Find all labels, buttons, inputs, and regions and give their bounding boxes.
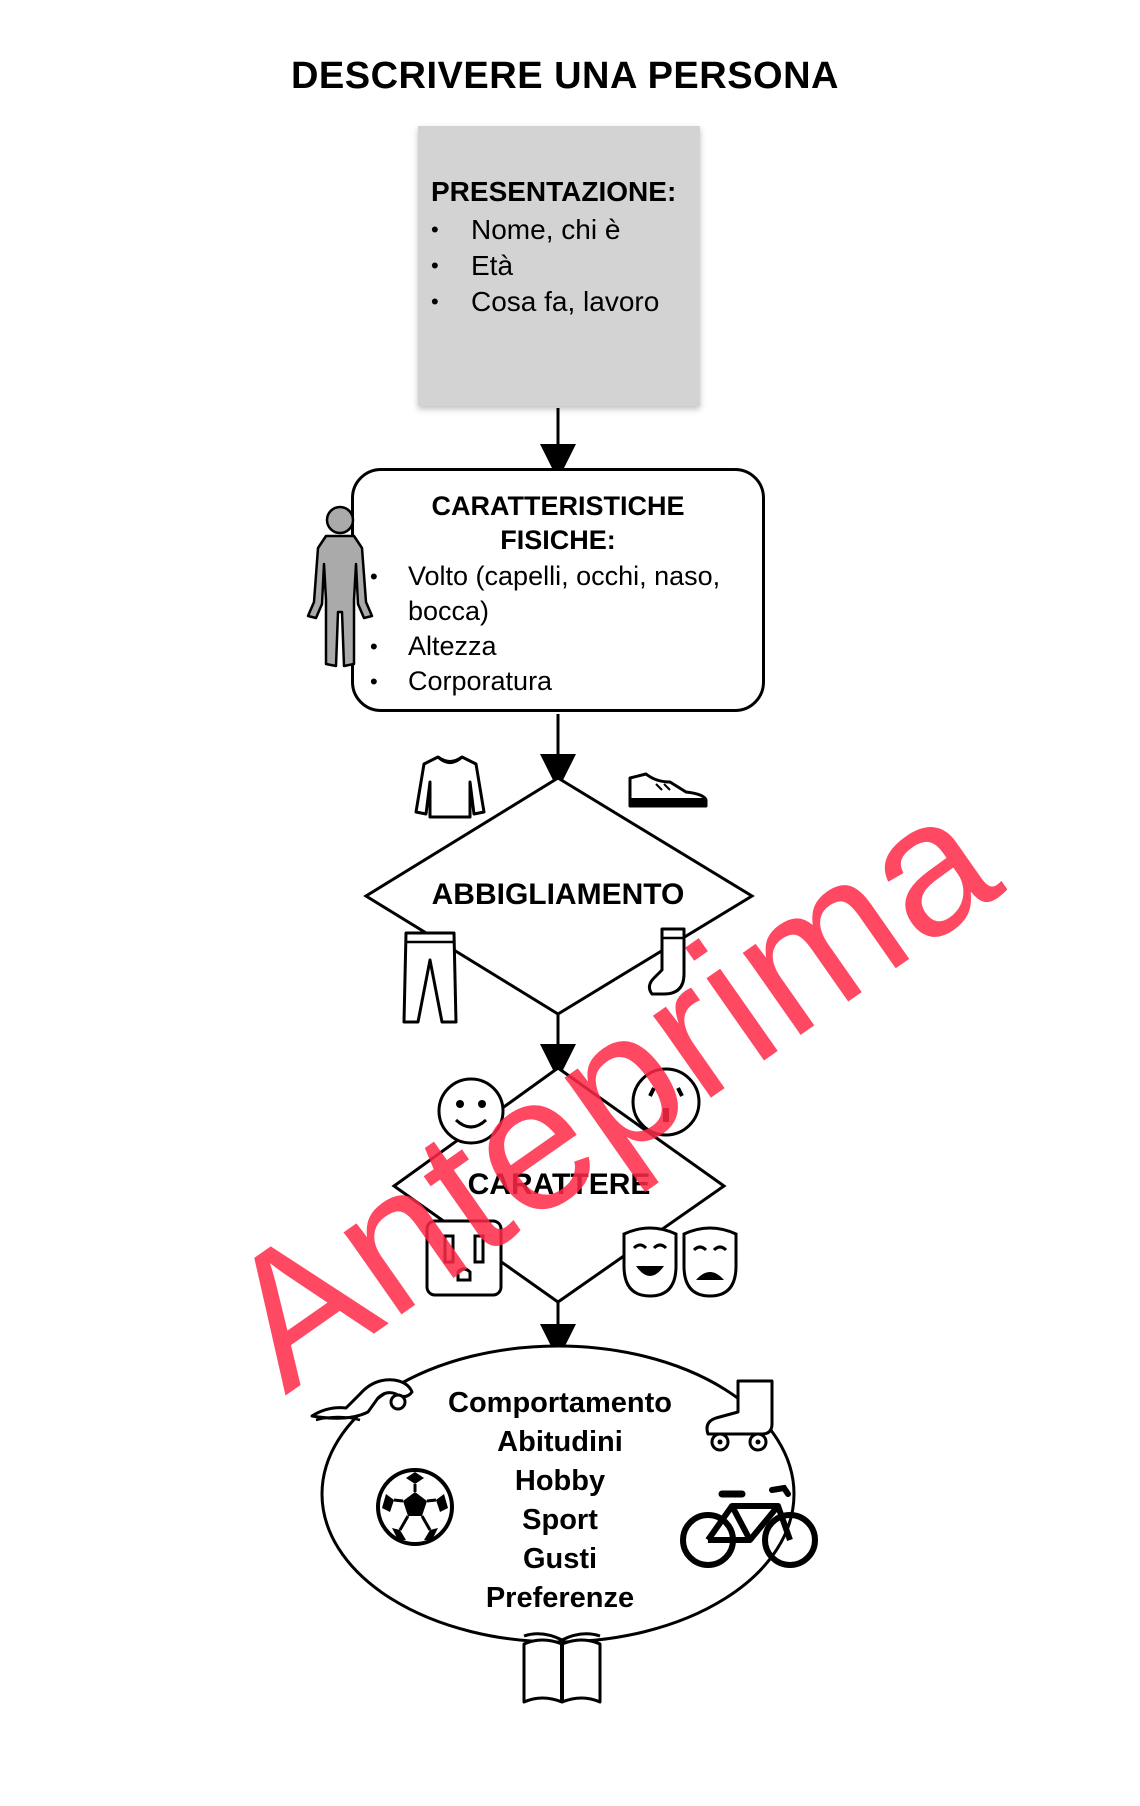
list-item: Cosa fa, lavoro (431, 284, 700, 320)
oval-line: Comportamento (448, 1387, 672, 1419)
list-item: Altezza (370, 629, 762, 664)
carattere-label: CARATTERE (467, 1168, 651, 1201)
oval-line: Sport (522, 1504, 598, 1536)
list-item: Nome, chi è (431, 212, 700, 248)
presentazione-box: PRESENTAZIONE: Nome, chi è Età Cosa fa, … (418, 126, 700, 406)
book-icon (522, 1632, 602, 1704)
person-silhouette-icon (306, 505, 374, 668)
list-item: Volto (capelli, occhi, naso, bocca) (370, 559, 762, 629)
happy-face-icon (437, 1077, 505, 1145)
caratteristiche-fisiche-box: CARATTERISTICHE FISICHE: Volto (capelli,… (351, 468, 765, 712)
presentazione-list: Nome, chi è Età Cosa fa, lavoro (431, 212, 700, 320)
sneaker-icon (628, 772, 708, 808)
outlet-face-icon (425, 1219, 503, 1297)
presentazione-heading: PRESENTAZIONE: (431, 176, 677, 207)
abbigliamento-label: ABBIGLIAMENTO (431, 878, 685, 911)
soccer-ball-icon (376, 1468, 454, 1546)
bicycle-icon (680, 1484, 818, 1568)
oval-line: Abitudini (497, 1426, 623, 1458)
surprised-face-icon (631, 1067, 701, 1137)
fisiche-heading-line-2: FISICHE: (500, 525, 616, 555)
oval-line: Preferenze (485, 1582, 635, 1614)
fisiche-heading: CARATTERISTICHE FISICHE: (378, 489, 738, 557)
theater-masks-icon (622, 1226, 738, 1298)
swimmer-icon (310, 1378, 414, 1422)
roller-skate-icon (705, 1379, 774, 1452)
list-item: Età (431, 248, 700, 284)
fisiche-list: Volto (capelli, occhi, naso, bocca) Alte… (370, 559, 762, 699)
comportamento-list: Comportamento Abitudini Hobby Sport Gust… (425, 1384, 695, 1618)
sweater-icon (414, 755, 486, 819)
oval-line: Hobby (514, 1465, 606, 1497)
fisiche-heading-line-1: CARATTERISTICHE (431, 491, 685, 521)
list-item: Corporatura (370, 664, 762, 699)
page-title: DESCRIVERE UNA PERSONA (290, 55, 839, 97)
trousers-icon (402, 931, 458, 1024)
sock-icon (647, 927, 686, 996)
oval-line: Gusti (522, 1543, 598, 1575)
